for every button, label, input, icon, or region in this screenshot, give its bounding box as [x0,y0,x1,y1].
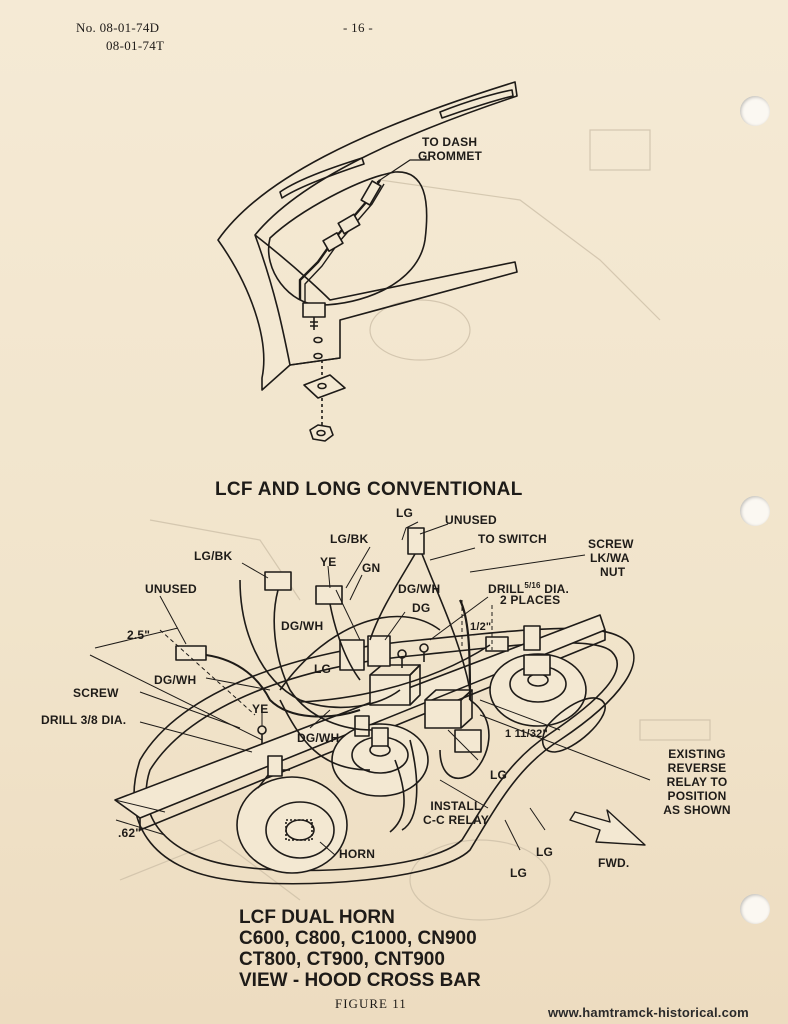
existing-line3: RELAY TO [666,775,728,789]
label-horn: HORN [339,847,376,861]
existing-line5: AS SHOWN [663,803,731,817]
binder-hole-bottom [740,894,770,924]
label-ye-mid: YE [252,702,269,716]
label-unused-left: UNUSED [145,582,197,596]
upper-diagram-title: LCF AND LONG CONVENTIONAL [215,479,523,500]
label-screw-right: SCREW [588,537,634,551]
label-dg-wh-a: DG/WH [398,582,441,596]
caption-line2: C600, C800, C1000, CN900 [239,928,477,949]
watermark: www.hamtramck-historical.com [548,1005,749,1020]
existing-line1: EXISTING [668,747,726,761]
install-line1: INSTALL [430,799,482,813]
label-two-places: 2 PLACES [500,593,561,607]
label-drill-38: DRILL 3/8 DIA. [41,713,127,727]
existing-line2: REVERSE [667,761,727,775]
label-to-dash: TO DASH [422,135,478,149]
figure-label: FIGURE 11 [335,996,407,1011]
label-unused-top: UNUSED [445,513,497,527]
label-lg-top: LG [396,506,414,520]
label-dg: DG [412,601,431,615]
label-dim-half: 1/2" [470,621,492,633]
existing-line4: POSITION [667,789,727,803]
label-lg-low: LG [490,768,508,782]
label-gn: GN [362,561,381,575]
label-dg-wh-b: DG/WH [281,619,324,633]
label-dg-wh-d: DG/WH [297,731,340,745]
doc-number-line2: 08-01-74T [106,38,165,53]
label-dim-62: .62" [118,826,142,840]
label-drill-516: DRILL5/16 DIA. [488,579,569,596]
label-nut: NUT [600,565,626,579]
label-existing-relay: EXISTING REVERSE RELAY TO POSITION AS SH… [652,747,742,817]
page-number: - 16 - [343,20,373,35]
label-dim-2-5: 2.5" [127,628,151,642]
label-dg-wh-c: DG/WH [154,673,197,687]
bleed-through [119,129,711,921]
binder-hole-middle [740,496,770,526]
label-fwd: FWD. [598,856,630,870]
label-dim-1-11-32: 1 11/32" [505,728,548,740]
install-line2: C-C RELAY [422,813,490,827]
drill-516-word: DRILL [488,582,525,596]
cross-bar-drawing [89,521,651,885]
label-lg-mid: LG [314,662,332,676]
caption-line1: LCF DUAL HORN [239,907,395,928]
label-grommet: GROMMET [418,149,483,163]
label-screw-left: SCREW [73,686,119,700]
doc-number-line1: No. 08-01-74D [76,20,160,35]
label-to-switch: TO SWITCH [478,532,547,546]
binder-hole-top [740,96,770,126]
label-lg-bk-b: LG/BK [194,549,233,563]
label-lg-b2: LG [510,866,528,880]
drill-516-fraction: 5/16 [524,581,541,590]
caption-line4: VIEW - HOOD CROSS BAR [239,970,481,991]
label-lk-wa: LK/WA [590,551,630,565]
dash-panel-drawing [217,81,518,442]
label-install-cc-relay: INSTALL C-C RELAY [414,799,498,827]
drill-516-dia: DIA. [544,582,570,596]
label-lg-bk-a: LG/BK [330,532,369,546]
label-lg-b1: LG [536,845,554,859]
label-ye-top: YE [320,555,337,569]
caption-line3: CT800, CT900, CNT900 [239,949,445,970]
